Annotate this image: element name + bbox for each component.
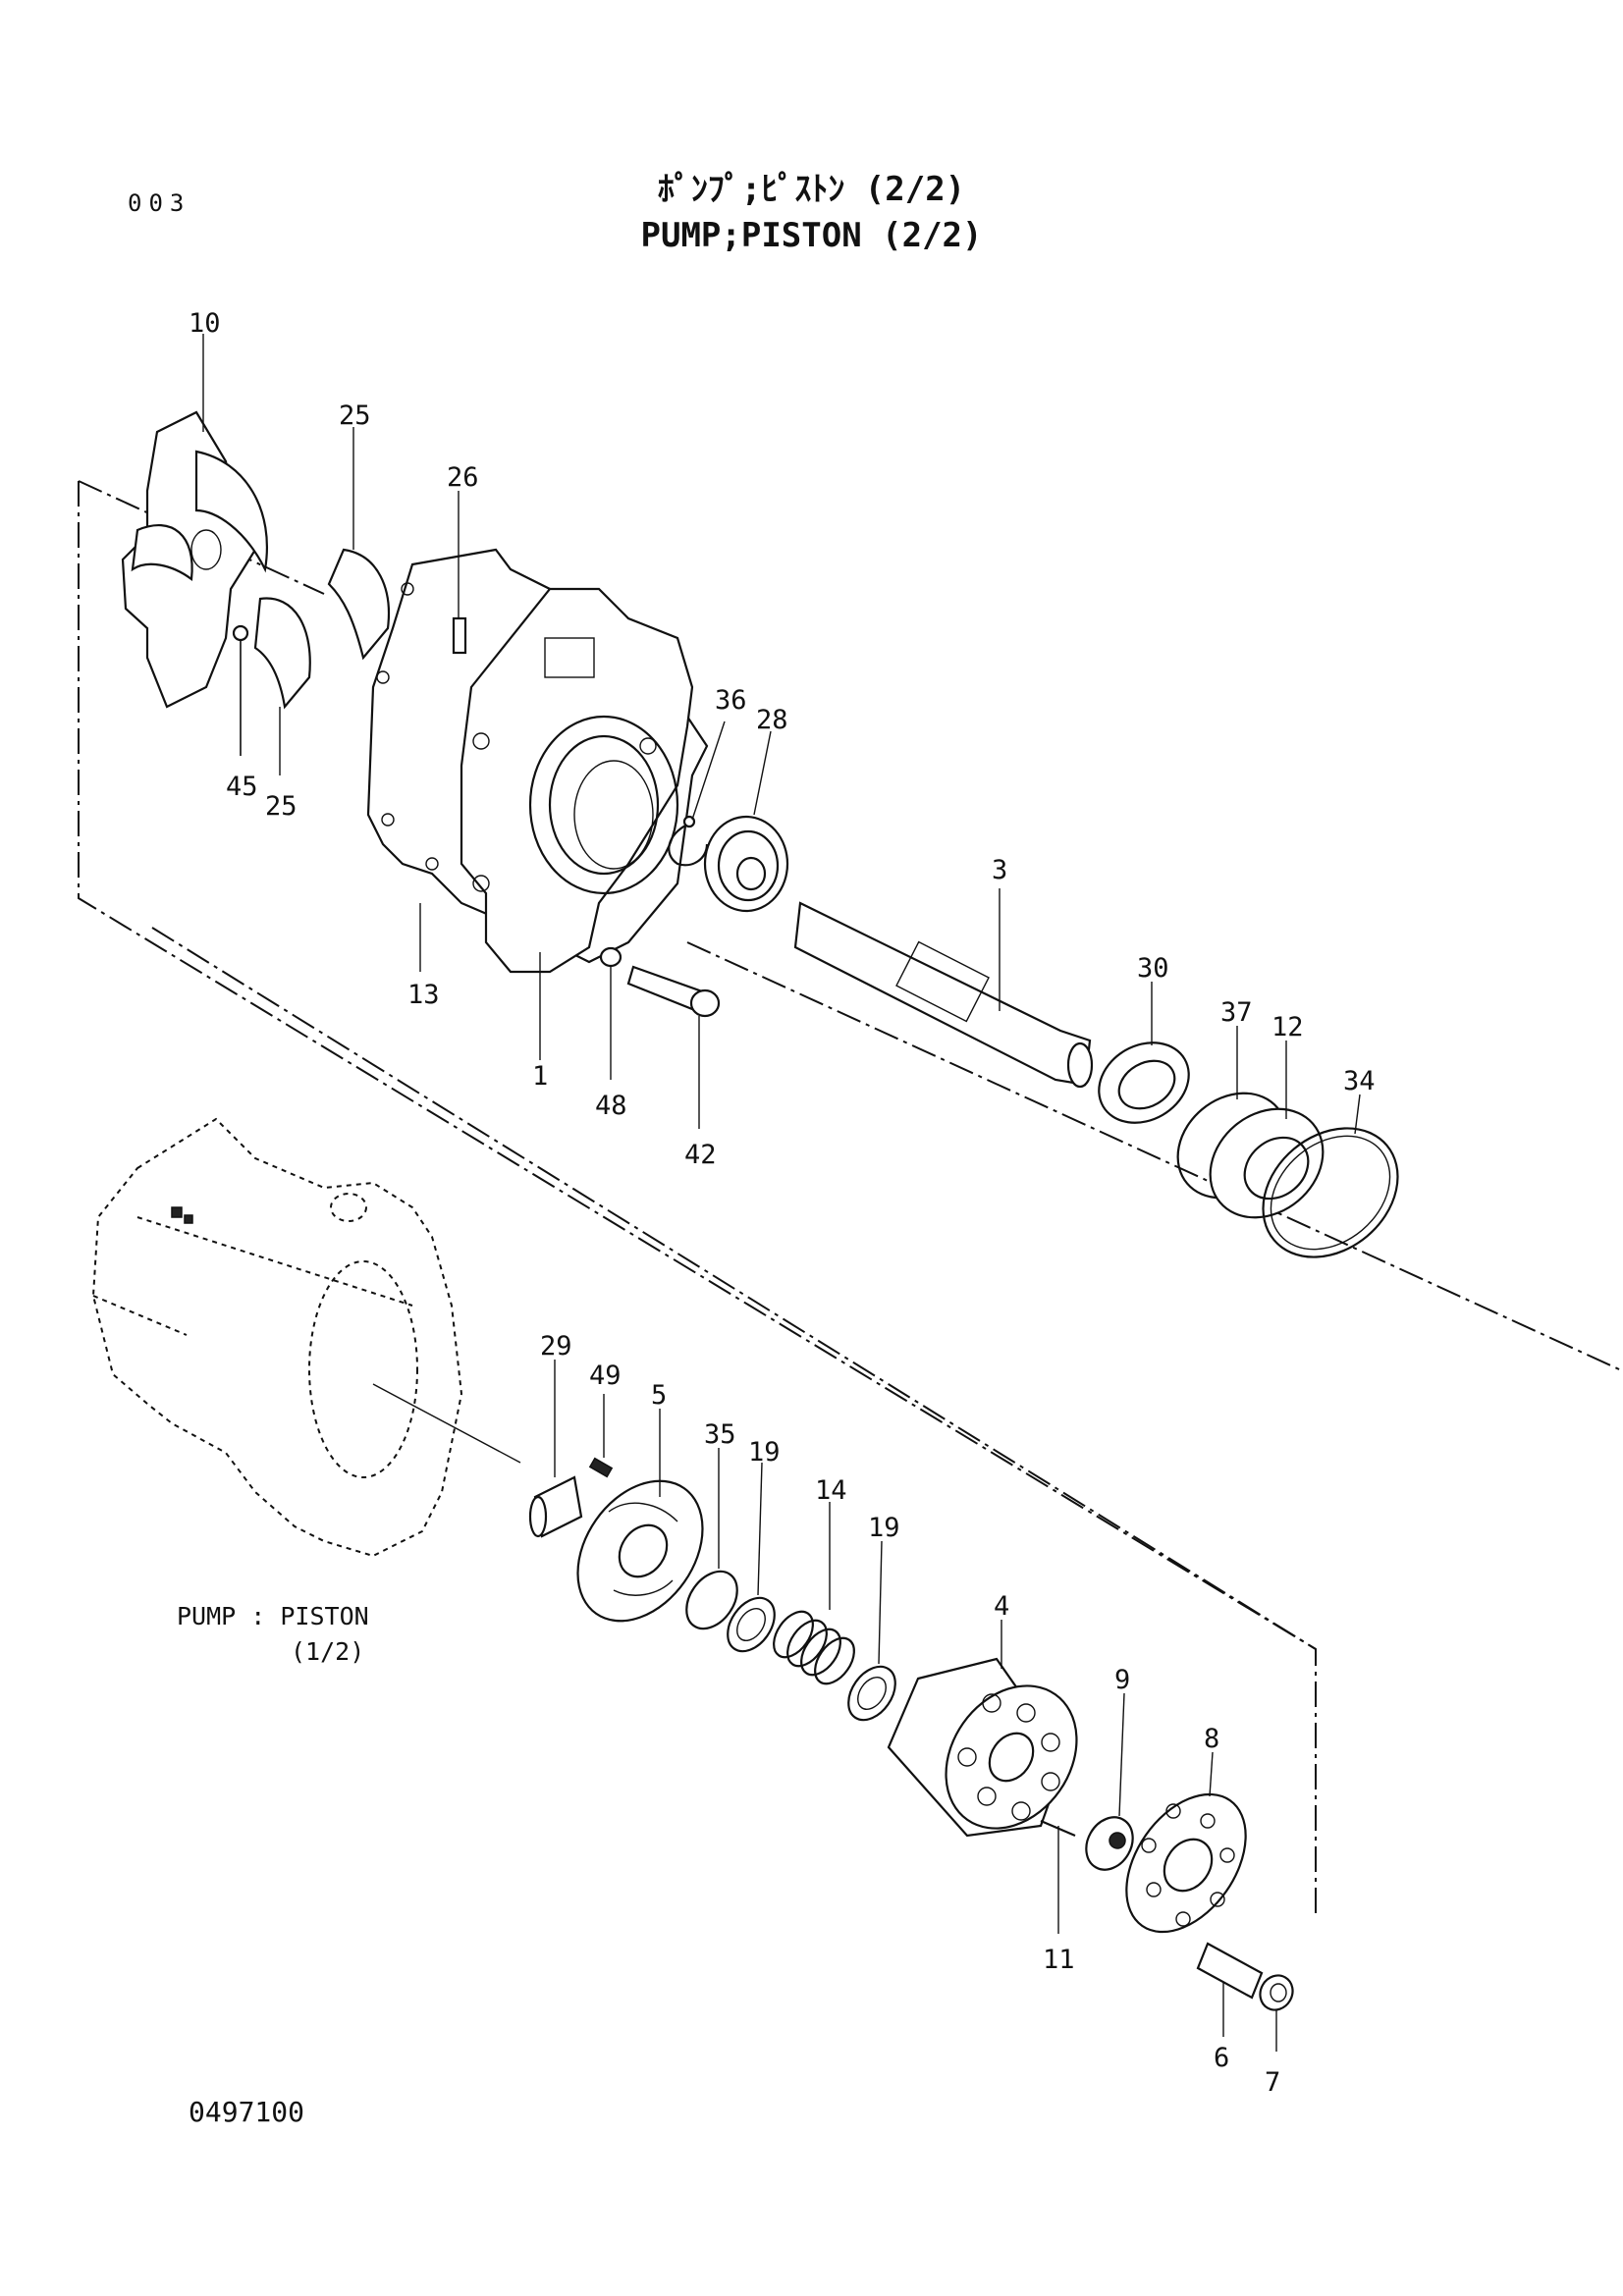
drawing-code: 0497100	[189, 2096, 305, 2128]
callout-36: 36	[715, 685, 747, 716]
callout-26: 26	[447, 462, 479, 493]
callout-19-a: 19	[748, 1437, 781, 1468]
pump-casing-reference	[91, 1117, 521, 1558]
callout-8: 8	[1204, 1724, 1219, 1754]
callout-48: 48	[595, 1091, 627, 1121]
part-19-washer-a	[727, 1596, 776, 1653]
callout-3: 3	[992, 855, 1007, 885]
callout-30: 30	[1137, 953, 1169, 984]
callout-12: 12	[1271, 1012, 1304, 1042]
part-42-bolt	[626, 965, 721, 1018]
callout-9: 9	[1114, 1665, 1130, 1695]
callout-7: 7	[1265, 2067, 1280, 2098]
callout-49: 49	[589, 1361, 622, 1391]
part-25-shoe-lower	[253, 597, 311, 710]
part-35-snap-ring	[685, 1570, 738, 1630]
part-29-needle-bearing	[528, 1475, 583, 1538]
part-1-valve-block	[460, 587, 694, 974]
callout-35: 35	[704, 1419, 736, 1450]
part-7-shoe	[1259, 1974, 1294, 2011]
part-34-snap-ring	[1262, 1127, 1399, 1258]
callout-19-b: 19	[868, 1513, 900, 1543]
part-9-spherical-bush	[1085, 1816, 1134, 1871]
part-6-piston	[1196, 1942, 1264, 2000]
callout-25-lower: 25	[265, 791, 298, 822]
callout-numbers: 10 25 26 45 25 36 28 3 13 1 48 42 30 37 …	[189, 308, 1376, 2098]
assembly-boundary	[78, 480, 1623, 1914]
title-japanese: ﾎﾟﾝﾌﾟ;ﾋﾟｽﾄﾝ (2/2)	[657, 170, 966, 209]
part-49-pin	[588, 1457, 614, 1478]
part-26-pin	[452, 616, 467, 655]
part-28-bearing	[703, 815, 789, 913]
callout-25-upper: 25	[339, 400, 371, 431]
page-number: 003	[128, 189, 191, 217]
callout-45: 45	[226, 772, 258, 802]
callout-34: 34	[1343, 1066, 1376, 1096]
part-25-shoe-upper	[327, 548, 390, 661]
callout-11: 11	[1043, 1945, 1075, 1975]
callout-42: 42	[684, 1140, 717, 1170]
part-5-valve-plate	[576, 1479, 704, 1623]
leader-lines	[202, 334, 1361, 2052]
callout-14: 14	[815, 1475, 847, 1506]
part-19-washer-b	[847, 1665, 896, 1722]
part-12-cover	[1209, 1107, 1325, 1219]
part-10-swash-plate	[121, 410, 268, 709]
callout-28: 28	[756, 705, 788, 735]
reference-label-line1: PUMP : PISTON	[177, 1602, 369, 1630]
callout-1: 1	[532, 1061, 548, 1092]
part-48-washer	[599, 946, 622, 968]
title-english: PUMP;PISTON (2/2)	[640, 216, 983, 255]
callout-5: 5	[651, 1380, 667, 1411]
part-8-retainer-plate	[1125, 1792, 1247, 1934]
callout-29: 29	[540, 1331, 572, 1362]
part-36-snap-ring	[668, 815, 709, 867]
part-3-shaft	[793, 901, 1094, 1089]
part-14-spring	[773, 1610, 855, 1685]
callout-37: 37	[1220, 997, 1253, 1028]
part-30-seal	[1098, 1041, 1190, 1124]
part-4-cylinder-block	[887, 1657, 1078, 1838]
callout-4: 4	[994, 1591, 1009, 1622]
reference-label-line2: (1/2)	[291, 1637, 365, 1666]
callout-10: 10	[189, 308, 221, 339]
callout-6: 6	[1214, 2043, 1229, 2073]
callout-13: 13	[407, 980, 440, 1010]
